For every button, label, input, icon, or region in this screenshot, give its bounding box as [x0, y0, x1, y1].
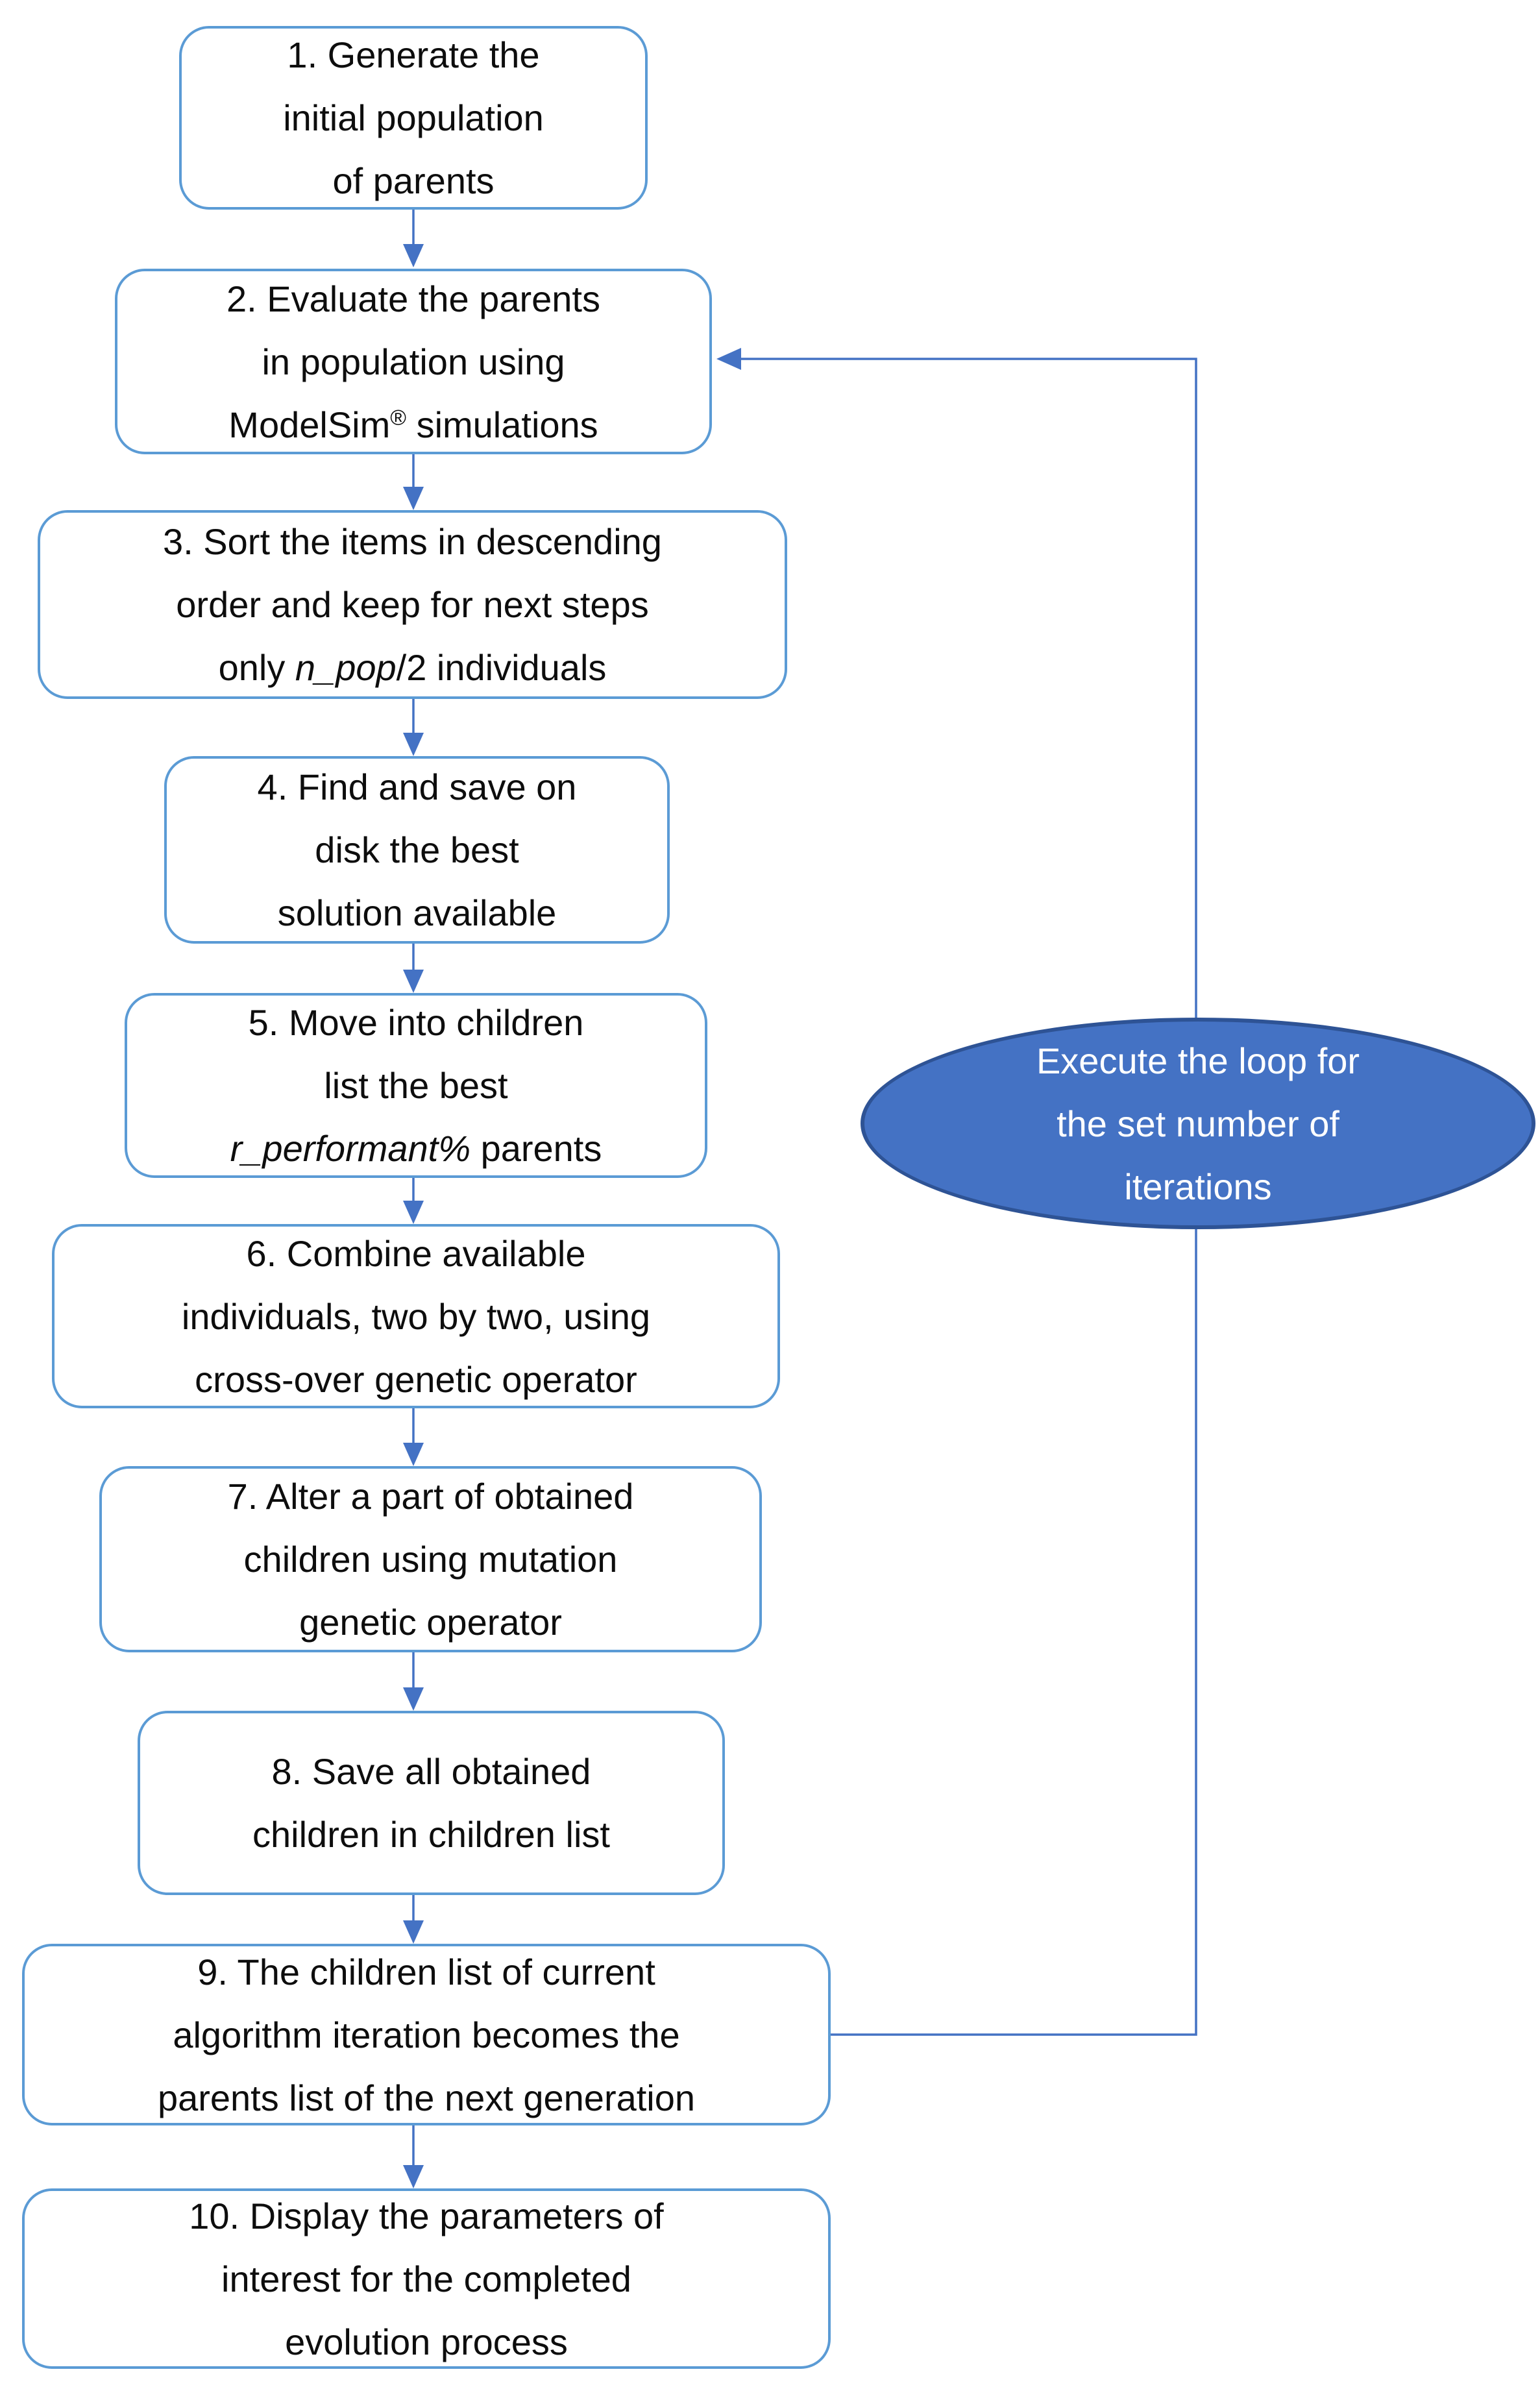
- arrow-step1-step2: [403, 210, 424, 267]
- arrow-step9-step10: [403, 2125, 424, 2188]
- arrow-step3-step4: [403, 699, 424, 756]
- arrow-step6-step7: [403, 1408, 424, 1466]
- arrow-step4-step5: [403, 944, 424, 993]
- arrow-step8-step9: [403, 1895, 424, 1944]
- arrow-step5-step6: [403, 1178, 424, 1224]
- arrow-step7-step8: [403, 1652, 424, 1711]
- arrow-step2-step3: [403, 454, 424, 510]
